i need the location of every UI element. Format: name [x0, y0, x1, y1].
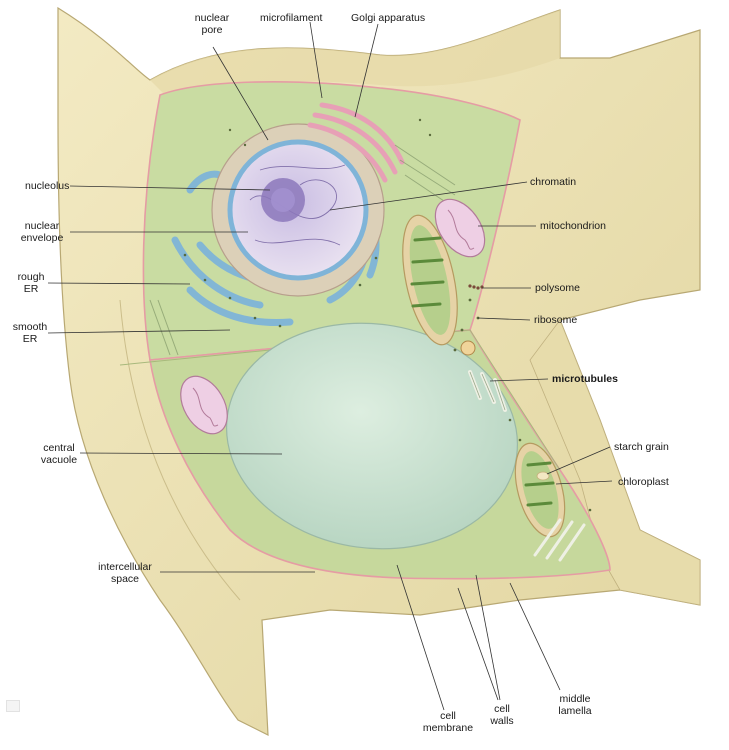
- label-microfilament: microfilament: [260, 12, 323, 24]
- mitochondrion: [180, 198, 486, 435]
- nucleus: [211, 123, 385, 297]
- label-microtubules: microtubules: [552, 373, 618, 385]
- label-middle-lamella: middle lamella: [558, 693, 592, 717]
- label-chromatin: chromatin: [530, 176, 577, 188]
- label-central-vacuole: central vacuole: [40, 442, 78, 466]
- label-ribosome: ribosome: [534, 314, 578, 326]
- microtubules-lower: [533, 518, 586, 562]
- label-cell-membrane: cell membrane: [422, 710, 474, 734]
- label-nuclear-envelope: nuclear envelope: [20, 220, 64, 244]
- label-nucleolus: nucleolus: [25, 180, 70, 192]
- label-rough-er: rough ER: [17, 271, 45, 295]
- leader-lines: [47, 21, 613, 711]
- label-smooth-er: smooth ER: [12, 321, 48, 345]
- small-vesicle: [460, 340, 476, 356]
- label-polysome: polysome: [535, 282, 580, 294]
- scan-artifact: [6, 700, 20, 712]
- label-starch-grain: starch grain: [614, 441, 669, 453]
- label-nuclear-pore: nuclear pore: [194, 12, 230, 36]
- label-cell-walls: cell walls: [490, 703, 514, 727]
- label-mitochondrion: mitochondrion: [540, 220, 606, 232]
- label-golgi-apparatus: Golgi apparatus: [351, 12, 426, 24]
- microfilaments: [149, 144, 456, 356]
- golgi-apparatus: [307, 102, 405, 183]
- starch-grain: [536, 471, 550, 481]
- label-chloroplast: chloroplast: [618, 476, 669, 488]
- label-intercellular-space: intercellular space: [98, 561, 152, 585]
- chloroplast: [402, 214, 566, 538]
